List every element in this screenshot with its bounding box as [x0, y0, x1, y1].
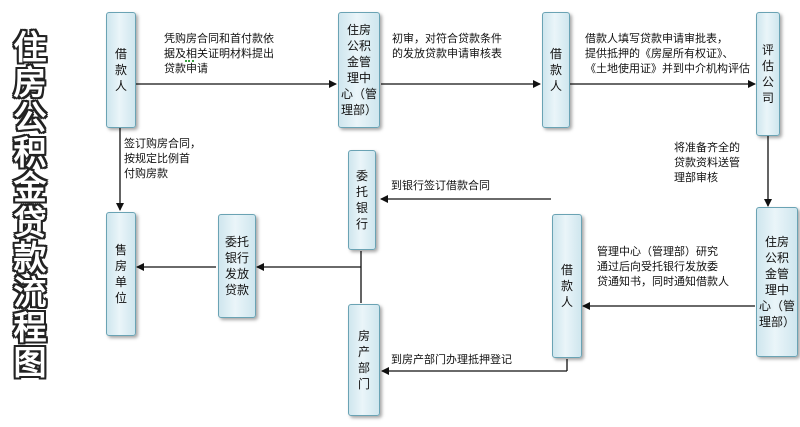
borrower-box: 借 款 人 — [552, 214, 582, 358]
label-mortgage: 到房产部门办理抵押登记 — [391, 353, 512, 366]
title-char: 程 — [13, 308, 47, 347]
title-char: 住 — [13, 28, 47, 67]
seller-box: 售 房 单 位 — [106, 212, 136, 336]
borrower-box: 借 款 人 — [542, 12, 570, 128]
entrusted-bank-box: 委 托 银 行 — [348, 150, 376, 250]
label-bank-contract: 到银行签订借款合同 — [391, 179, 490, 192]
borrower-box: 借 款 人 — [106, 12, 136, 128]
title-char: 图 — [13, 343, 47, 382]
title-char: 款 — [13, 238, 47, 277]
title-char: 房 — [13, 63, 47, 102]
diagram-title: 住 房 公 积 金 贷 款 流 程 图 — [8, 30, 52, 380]
spellcheck-underline — [185, 58, 194, 62]
housing-dept-box: 房 产 部 门 — [348, 304, 380, 416]
label-preliminary-review: 初审，对符合贷款条件 的发放贷款申请审核表 — [392, 32, 502, 60]
label-submit-docs: 凭购房合同和首付款依 据及相关证明材料提出 贷款申请 — [164, 32, 274, 75]
label-fill-form: 借款人填写贷款申请审批表， 提供抵押的《房屋所有权证》、 《土地使用证》并到中介… — [585, 32, 750, 75]
bank-loan-box: 委托 银行 发放 贷款 — [218, 214, 256, 318]
title-char: 积 — [13, 133, 47, 172]
title-char: 公 — [13, 98, 47, 137]
label-sign-contract: 签订购房合同， 按规定比例首 付购房款 — [124, 137, 201, 180]
label-send-docs: 将准备齐全的 贷款资料送管 理部审核 — [674, 141, 740, 184]
appraiser-box: 评 估 公 司 — [756, 12, 780, 136]
title-char: 贷 — [13, 203, 47, 242]
fund-center-box: 住房 公积 金管 理中 心（管 理部） — [338, 12, 380, 128]
title-char: 流 — [13, 273, 47, 312]
fund-center-box: 住房 公积 金管 理中 心（管 理部） — [756, 207, 798, 357]
label-research: 管理中心（管理部）研究 通过后向受托银行发放委 贷通知书，同时通知借款人 — [597, 245, 729, 288]
title-char: 金 — [13, 168, 47, 207]
